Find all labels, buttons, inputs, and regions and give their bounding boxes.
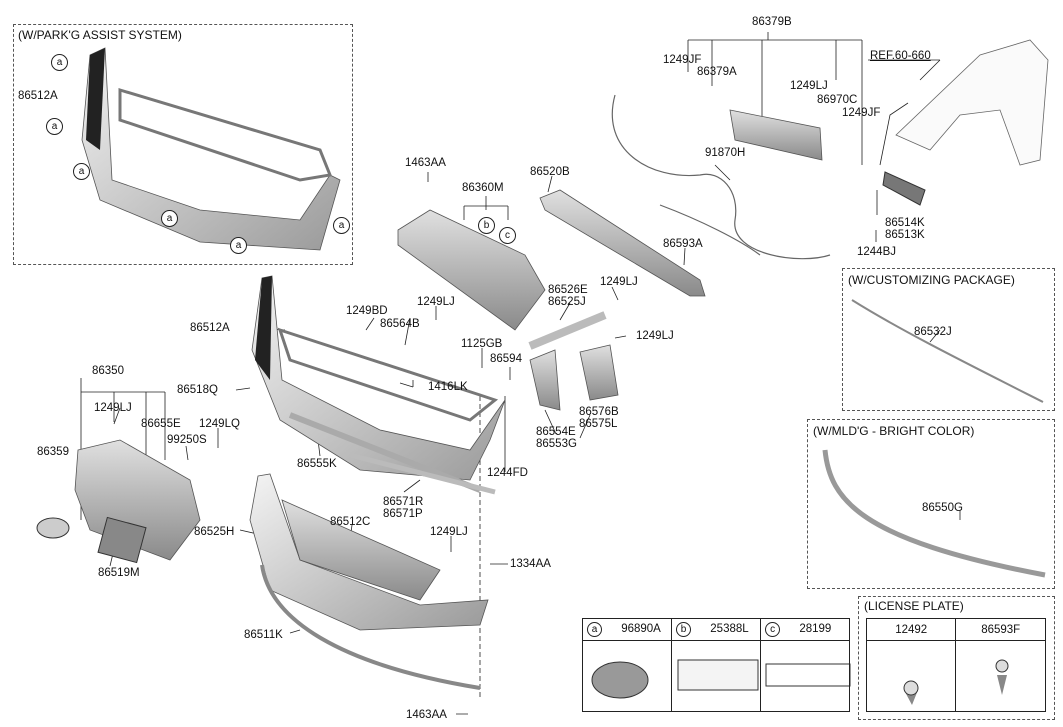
part-label-1249lj: 1249LJ [600, 276, 638, 288]
part-label-86359: 86359 [37, 446, 69, 458]
callout-a: a [73, 163, 90, 180]
part-label-86525h: 86525H [194, 526, 235, 538]
part-label-1249bd: 1249BD [346, 305, 388, 317]
part-label-1244bj: 1244BJ [857, 246, 897, 258]
part-label-1334aa: 1334AA [510, 558, 551, 570]
part-label-86511k: 86511K [244, 629, 283, 641]
part-label-86512a: 86512A [190, 322, 230, 334]
part-label-86526e: 86526E [548, 284, 588, 296]
part-label-1416lk: 1416LK [428, 381, 468, 393]
part-label-86554e: 86554E [536, 426, 576, 438]
license-bolt-image [955, 640, 1046, 712]
legend-part-28199: 28199 [799, 623, 832, 635]
part-label-1249lj: 1249LJ [94, 402, 132, 414]
legend-part-25388l: 25388L [710, 623, 749, 635]
part-label-86564b: 86564B [380, 318, 420, 330]
legend-callout-b: b [676, 622, 692, 637]
part-label-86970c: 86970C [817, 94, 858, 106]
part-label-1249lq: 1249LQ [199, 418, 240, 430]
license-screw-image [865, 640, 957, 712]
callout-b: b [478, 217, 495, 234]
part-label-1125gb: 1125GB [461, 338, 503, 350]
part-label-86571p: 86571P [383, 508, 423, 520]
part-label-86350: 86350 [92, 365, 124, 377]
part-label-86576b: 86576B [579, 406, 619, 418]
part-label-1249lj: 1249LJ [430, 526, 468, 538]
callout-a: a [333, 217, 350, 234]
part-label-86513k: 86513K [885, 229, 925, 241]
part-label-1249jf: 1249JF [663, 54, 702, 66]
license-part-86593f: 86593F [955, 618, 1046, 641]
license-part-12492: 12492 [865, 618, 957, 641]
part-label-1249lj: 1249LJ [636, 330, 674, 342]
mldg-bright-color-title: (W/MLD'G - BRIGHT COLOR) [813, 424, 975, 438]
legend-image-label [671, 640, 762, 712]
part-label-86550g: 86550G [922, 502, 963, 514]
part-label-86514k: 86514K [885, 217, 925, 229]
part-label-1249lj: 1249LJ [417, 296, 455, 308]
part-label-86555k: 86555K [297, 458, 337, 470]
part-label-86571r: 86571R [383, 496, 424, 508]
callout-c: c [499, 227, 516, 244]
part-label-1249jf: 1249JF [842, 107, 881, 119]
part-label-86520b: 86520B [530, 166, 570, 178]
part-label-86519m: 86519M [98, 567, 140, 579]
legend-callout-c: c [765, 622, 781, 637]
customizing-package-box [842, 268, 1055, 411]
mldg-bright-color-box [807, 419, 1055, 589]
part-label-86594: 86594 [490, 353, 522, 365]
legend-image-blank [760, 640, 850, 712]
callout-a: a [46, 118, 63, 135]
license-plate-box [858, 596, 1055, 720]
license-plate-table: 12492 86593F [865, 618, 1046, 712]
parking-assist-title: (W/PARK'G ASSIST SYSTEM) [18, 28, 182, 42]
part-label-1249lj: 1249LJ [790, 80, 828, 92]
callout-a: a [161, 210, 178, 227]
part-label-1463aa: 1463AA [405, 157, 446, 169]
legend-image-sensor [581, 640, 673, 712]
part-label-86655e: 86655E [141, 418, 181, 430]
part-label-86525j: 86525J [548, 296, 586, 308]
part-label-86379b: 86379B [752, 16, 792, 28]
customizing-package-title: (W/CUSTOMIZING PACKAGE) [848, 273, 1015, 287]
part-label-86518q: 86518Q [177, 384, 218, 396]
legend-callout-a: a [587, 622, 602, 637]
license-plate-title: (LICENSE PLATE) [864, 599, 964, 613]
part-label-86575l: 86575L [579, 418, 618, 430]
part-label-86553g: 86553G [536, 438, 577, 450]
part-label-86379a: 86379A [697, 66, 737, 78]
part-label-86593a: 86593A [663, 238, 703, 250]
callout-a: a [51, 54, 68, 71]
part-label-86532j: 86532J [914, 326, 952, 338]
part-label-91870h: 91870H [705, 147, 746, 159]
part-label-1463aa: 1463AA [406, 709, 447, 721]
part-label-ref: REF.60-660 [870, 50, 931, 62]
part-label-99250s: 99250S [167, 434, 207, 446]
part-label-86512c: 86512C [330, 516, 371, 528]
part-label-86512a: 86512A [18, 90, 58, 102]
part-label-86360m: 86360M [462, 182, 504, 194]
legend-part-96890a: 96890A [621, 623, 661, 635]
legend-table: a 96890A b 25388L c 28199 [581, 618, 850, 712]
part-label-1244fd: 1244FD [487, 467, 528, 479]
parking-assist-box [13, 24, 353, 265]
callout-a: a [230, 237, 247, 254]
